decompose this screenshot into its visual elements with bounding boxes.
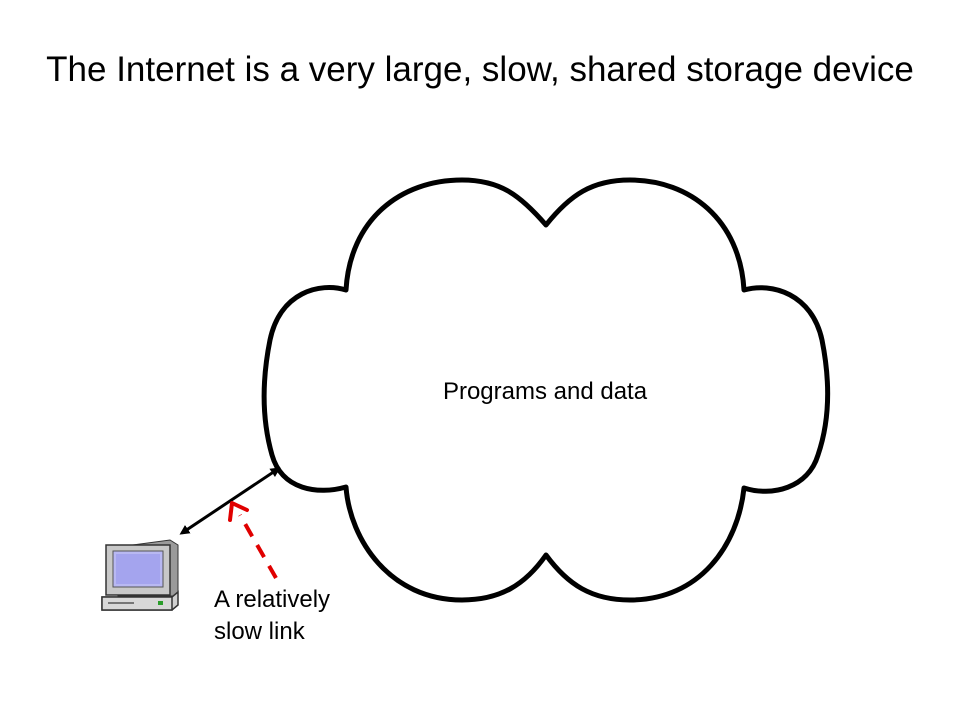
desktop-computer-icon: [101, 539, 179, 611]
slide-title: The Internet is a very large, slow, shar…: [46, 50, 914, 89]
link-arrow: [179, 467, 281, 535]
slow-link-caption-line2: slow link: [214, 618, 305, 645]
cloud-label: Programs and data: [442, 378, 648, 405]
internet-cloud-shape: [261, 177, 831, 603]
slow-link-dashed-line: [238, 514, 278, 579]
slow-link-caption: A relatively slow link: [214, 584, 414, 648]
slow-link-arrowhead: [228, 501, 249, 522]
slow-link-caption-line1: A relatively: [214, 586, 331, 613]
